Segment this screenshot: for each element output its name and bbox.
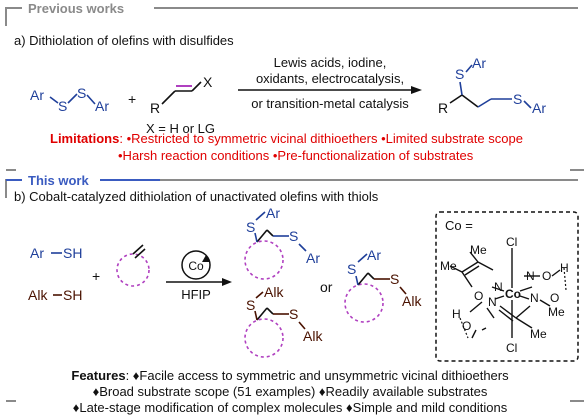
olefin-r: R (150, 100, 160, 116)
olefin-structure: R X X = H or LG (146, 74, 215, 136)
condition-line-3: or transition-metal catalysis (251, 96, 409, 111)
complex-title: Co = (445, 218, 473, 233)
product-3-r1: Alk (264, 284, 284, 300)
complex-me-br1: Me (548, 305, 565, 319)
section-a-title: a) Dithiolation of olefins with disulfid… (14, 33, 234, 48)
ar-sh-sh: SH (63, 245, 82, 261)
product-1-s1: S (246, 219, 255, 235)
complex-n2: N (526, 269, 535, 283)
cyclic-olefin (116, 244, 150, 287)
product-1-r1: Ar (266, 205, 280, 221)
complex-h2: H (452, 307, 461, 321)
product-a-structure: S Ar R S Ar (438, 55, 546, 116)
limitations-line-1: Limitations: •Restricted to symmetric vi… (50, 131, 523, 146)
section-b-title: b) Cobalt-catalyzed dithiolation of unac… (14, 189, 379, 204)
catalyst-label: Co (188, 259, 204, 273)
product-a-r: R (438, 100, 448, 116)
complex-n1: N (494, 280, 503, 294)
product-a-s-top: S (455, 66, 464, 82)
complex-me-tl1: Me (470, 243, 487, 257)
olefin-caption: X = H or LG (146, 121, 215, 136)
complex-o3: O (550, 291, 559, 305)
features-items-1: : ♦Facile access to symmetric and unsymm… (126, 368, 510, 383)
complex-o1: O (542, 269, 551, 283)
complex-o2: O (474, 289, 483, 303)
or-label: or (320, 279, 333, 295)
features-line-3: ♦Late-stage modification of complex mole… (73, 400, 508, 415)
product-2-r2: Alk (402, 293, 422, 309)
limitations-items-1: : •Restricted to symmetric vicinal dithi… (119, 131, 523, 146)
product-a-s-right: S (513, 91, 522, 107)
product-1-structure: S Ar S Ar (244, 205, 320, 280)
features-line-2: ♦Broad substrate scope (51 examples) ♦Re… (93, 384, 488, 399)
product-a-ar-right: Ar (532, 100, 546, 116)
reaction-arrow-b (166, 250, 232, 286)
features-line-1: Features: ♦Facile access to symmetric an… (71, 368, 509, 383)
product-1-r2: Ar (306, 250, 320, 266)
disulfide-structure: Ar S S Ar (30, 85, 109, 114)
product-2-s2: S (390, 271, 399, 287)
this-work-header: This work (28, 173, 89, 188)
condition-line-1: Lewis acids, iodine, (274, 55, 387, 70)
product-2-structure: S Ar S Alk (344, 247, 422, 323)
complex-center-co: Co (505, 287, 521, 301)
plus-a: + (128, 91, 136, 107)
features-label: Features (71, 368, 125, 383)
complex-h1: H (560, 261, 569, 275)
product-1-s2: S (289, 228, 298, 244)
product-3-s2: S (289, 306, 298, 322)
product-2-s1: S (347, 261, 356, 277)
product-2-r1: Ar (367, 247, 381, 263)
previous-works-header: Previous works (28, 1, 124, 16)
product-a-ar-top: Ar (472, 55, 486, 71)
limitations-line-2: •Harsh reaction conditions •Pre-function… (118, 148, 474, 163)
alk-sh-sh: SH (63, 287, 82, 303)
product-3-structure: S Alk S Alk (244, 284, 323, 358)
alk-sh-structure: Alk SH (28, 287, 82, 303)
complex-o4: O (462, 319, 471, 333)
plus-b: + (92, 268, 100, 284)
disulfide-s-left: S (58, 98, 67, 114)
previous-works-frame (5, 7, 584, 171)
product-3-r2: Alk (303, 328, 323, 344)
complex-n4: N (530, 291, 539, 305)
complex-cl-bottom: Cl (506, 341, 517, 355)
disulfide-ar-right: Ar (95, 98, 109, 114)
ar-sh-structure: Ar SH (30, 245, 82, 261)
solvent-label: HFIP (181, 287, 211, 302)
complex-me-tl2: Me (440, 259, 457, 273)
reaction-arrow-a (238, 86, 422, 94)
ar-sh-ar: Ar (30, 245, 44, 261)
product-3-s1: S (246, 297, 255, 313)
olefin-x: X (203, 74, 213, 90)
disulfide-s-right: S (77, 85, 86, 101)
cobalt-complex-box: Co = (435, 211, 579, 362)
condition-line-2: oxidants, electrocatalysis, (256, 71, 404, 86)
limitations-label: Limitations (50, 131, 119, 146)
complex-n3: N (488, 295, 497, 309)
disulfide-ar-left: Ar (30, 87, 44, 103)
alk-sh-alk: Alk (28, 287, 48, 303)
complex-me-br2: Me (530, 327, 547, 341)
complex-cl-top: Cl (506, 235, 517, 249)
